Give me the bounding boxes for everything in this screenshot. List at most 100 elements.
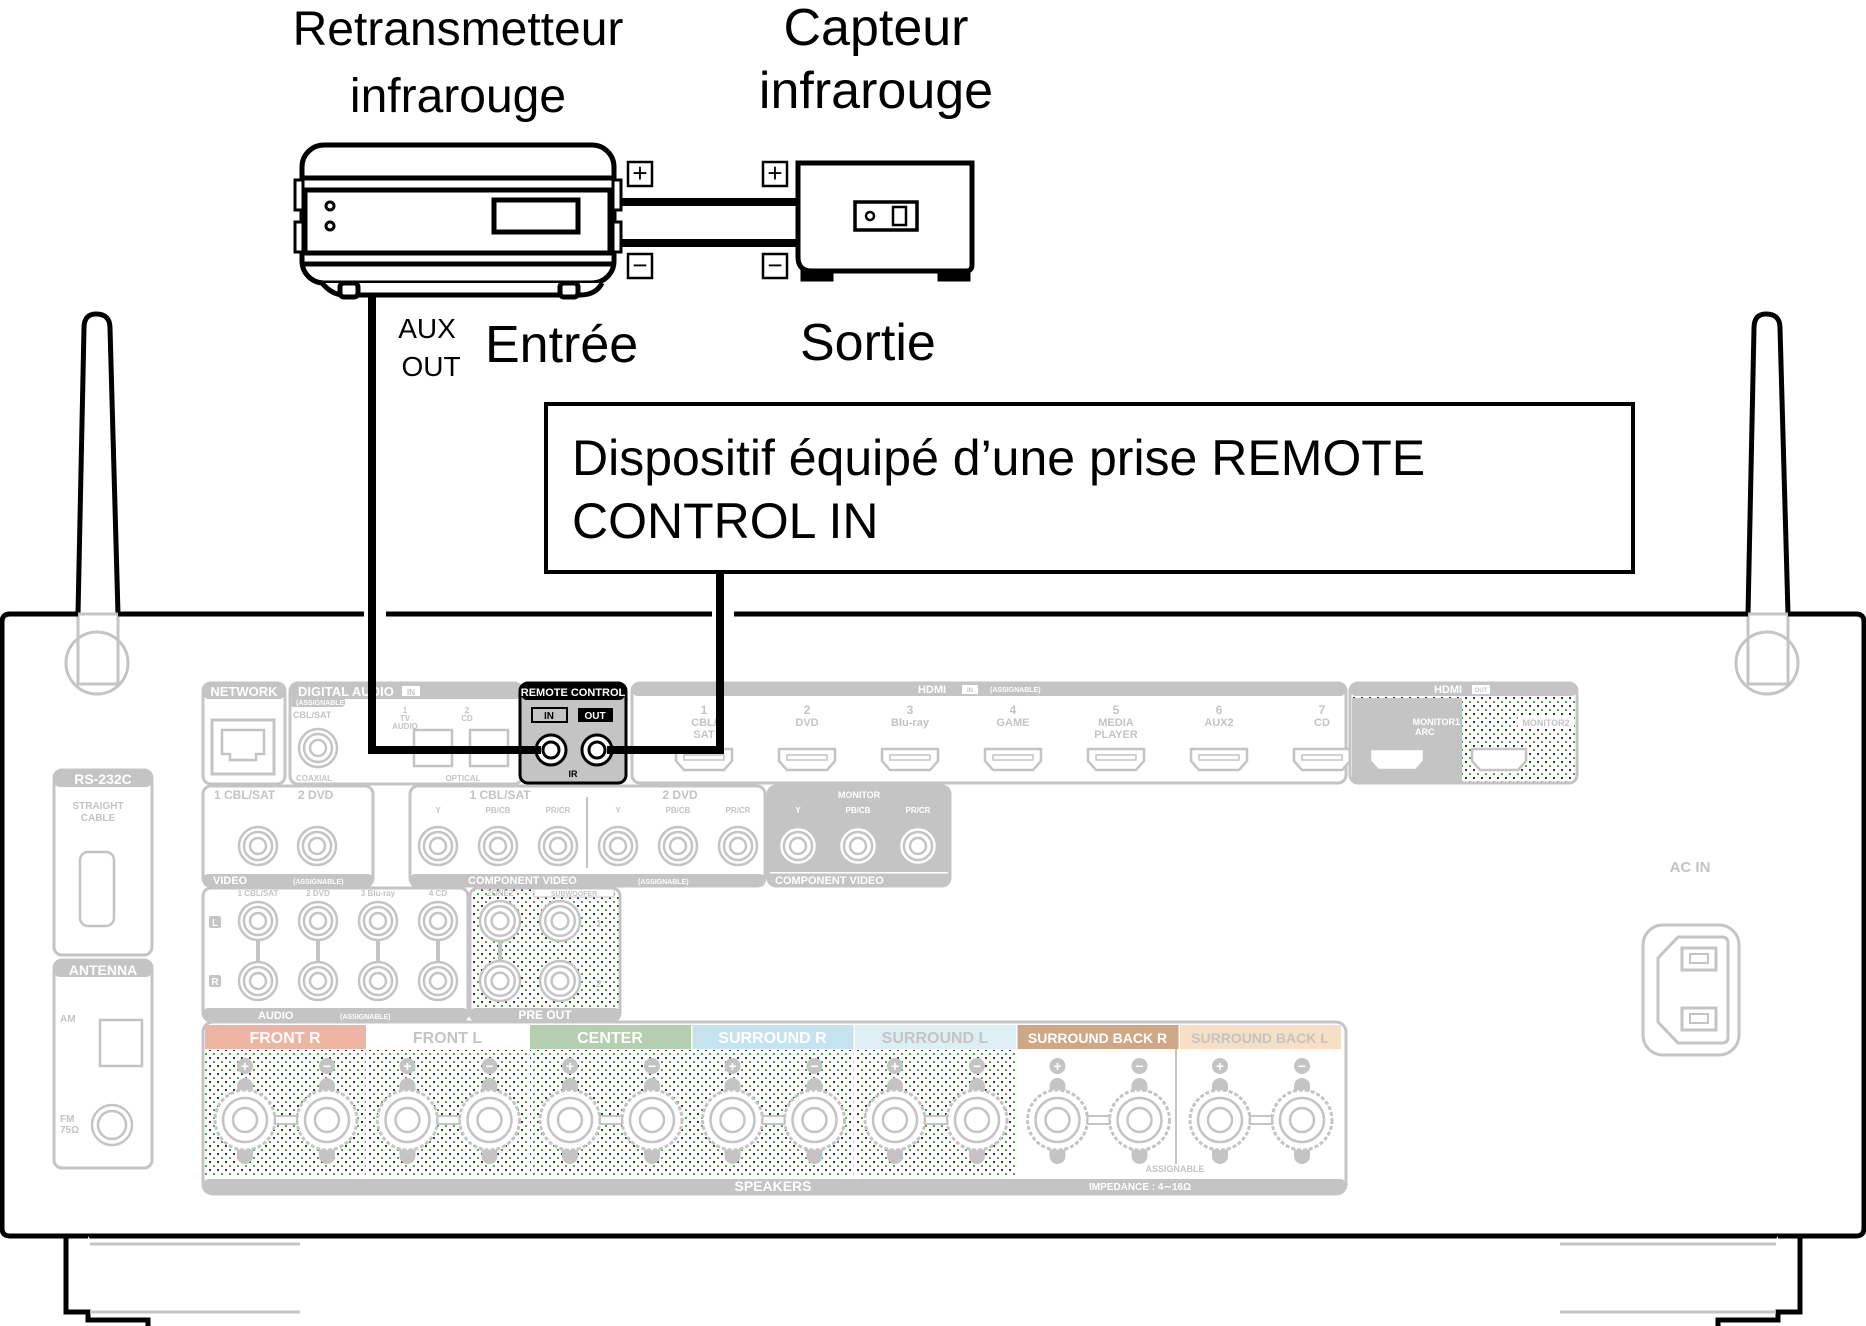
remote-in-jack[interactable] [534,733,568,767]
hdmi-in-port-7[interactable]: 7CD [1292,703,1352,772]
audio-in-jack-r[interactable] [297,960,339,1002]
audio-in-jack-l[interactable] [297,900,339,942]
component-in-jack[interactable] [417,825,459,867]
output-role-label: Sortie [800,314,936,372]
zone2-jack-l[interactable] [478,899,522,943]
video-jack-1[interactable] [237,825,279,867]
audio-in-jack-l[interactable] [237,900,279,942]
rs232c-port[interactable] [78,850,116,928]
speaker-terminal[interactable] [863,1088,927,1152]
subwoofer-jack-1[interactable] [538,899,582,943]
svg-text:DIGITAL AUDIO: DIGITAL AUDIO [298,684,394,699]
svg-text:AUDIO: AUDIO [258,1010,294,1022]
svg-text:SUBWOOFER: SUBWOOFER [551,891,597,898]
audio-in-jack-l[interactable] [417,900,459,942]
speaker-terminal[interactable] [538,1088,602,1152]
remote-device-line-2: CONTROL IN [572,493,879,549]
hdmi-in-name: Blu-ray [891,717,930,729]
speaker-terminal[interactable] [213,1088,277,1152]
video-jack-2[interactable] [296,825,338,867]
svg-text:2: 2 [465,706,470,715]
digital-audio-panel: DIGITAL AUDIO IN (ASSIGNABLE) CBL/SAT CO… [288,681,524,786]
svg-text:2: 2 [596,979,602,990]
svg-text:2 DVD: 2 DVD [662,788,698,802]
audio-in-jack-l[interactable] [357,900,399,942]
audio-in-jack-r[interactable] [417,960,459,1002]
speaker-channel-label: SURROUND BACK R [1028,1030,1167,1046]
speaker-channel: CENTER+− [530,1025,691,1176]
sensor-plus-terminal: + [761,158,789,188]
am-terminal[interactable] [98,1018,144,1068]
network-panel: NETWORK [201,681,287,786]
hdmi-in-num: 1 [701,703,708,717]
hdmi-out-monitor2-port[interactable] [1470,747,1528,772]
speaker-terminal[interactable] [1108,1088,1171,1152]
speaker-terminal[interactable] [620,1088,684,1152]
component-out-jack[interactable] [777,825,819,867]
speaker-terminal[interactable] [295,1088,359,1152]
component-in-label: PB/CB [666,806,691,815]
svg-text:ARC: ARC [1415,727,1435,737]
svg-text:MONITOR2: MONITOR2 [1522,718,1569,728]
component-in-jack[interactable] [657,825,699,867]
speaker-terminal[interactable] [376,1088,439,1152]
polarity-sign: − [1135,1058,1143,1074]
speaker-terminal[interactable] [1026,1088,1089,1152]
svg-text:(ASSIGNABLE): (ASSIGNABLE) [990,687,1041,694]
audio-in-label: 1 CBL/SAT [238,889,279,898]
speaker-terminal[interactable] [701,1088,764,1152]
svg-text:+: + [767,158,782,188]
speaker-terminal[interactable] [783,1088,846,1152]
component-out-jack[interactable] [837,825,879,867]
svg-text:FM: FM [60,1114,74,1125]
svg-text:TV: TV [400,714,411,723]
component-out-jack[interactable] [897,825,939,867]
speaker-channel-label: SURROUND L [882,1030,989,1047]
aux-out-cable [368,295,541,754]
zone2-jack-r[interactable] [478,959,522,1003]
svg-text:ASSIGNABLE: ASSIGNABLE [1145,1164,1204,1174]
component-in-jack[interactable] [717,825,759,867]
audio-in-jack-r[interactable] [357,960,399,1002]
svg-text:OUT: OUT [1475,688,1488,694]
coaxial-jack[interactable] [297,727,339,769]
plus-icon [237,1058,253,1074]
speaker-channel-label: SURROUND R [718,1030,827,1047]
svg-text:OUT: OUT [584,711,605,722]
audio-in-jack-r[interactable] [237,960,279,1002]
component-in-panel: 1 CBL/SAT 2 DVD COMPONENT VIDEO (ASSIGNA… [408,784,767,888]
remote-out-jack[interactable] [580,733,614,767]
fm-jack[interactable] [90,1103,134,1147]
svg-text:75Ω: 75Ω [60,1125,79,1136]
antenna-right [1734,311,1800,696]
speaker-terminal[interactable] [1188,1088,1252,1152]
speaker-terminal[interactable] [1270,1088,1334,1152]
plus-icon [887,1058,903,1074]
hdmi-in-name: MEDIA [1098,717,1134,729]
svg-text:1 CBL/SAT: 1 CBL/SAT [469,788,531,802]
speaker-terminal[interactable] [945,1088,1009,1152]
hdmi-out-monitor1-port[interactable] [1368,747,1426,772]
subwoofer-jack-2[interactable] [538,959,582,1003]
svg-text:OPTICAL: OPTICAL [445,774,480,783]
polarity-sign: + [566,1058,574,1074]
remote-out-cable [607,572,724,754]
component-in-jack[interactable] [597,825,639,867]
ir-sensor-label-1: Capteur [784,0,969,57]
ac-inlet[interactable] [1641,923,1741,1057]
speaker-terminal[interactable] [458,1088,521,1152]
polarity-sign: − [973,1058,981,1074]
polarity-sign: + [728,1058,736,1074]
ethernet-port[interactable] [210,718,276,776]
svg-text:1: 1 [403,706,408,715]
speaker-channel-label: SURROUND BACK L [1191,1030,1329,1046]
component-in-jack[interactable] [477,825,519,867]
component-in-jack[interactable] [537,825,579,867]
